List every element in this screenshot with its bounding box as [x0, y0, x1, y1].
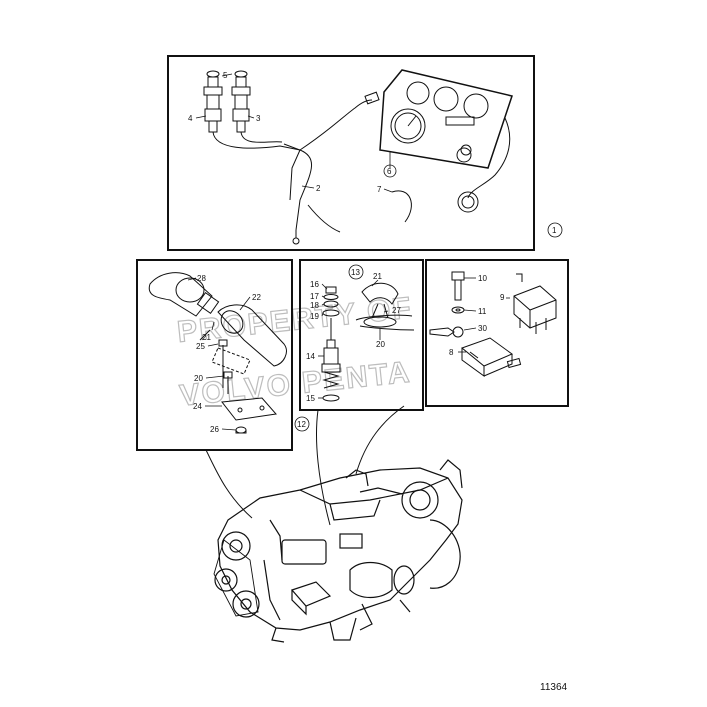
callout-3: 3 [256, 114, 261, 123]
relay [513, 273, 557, 334]
callout-9: 9 [500, 293, 505, 302]
right-panel [425, 259, 569, 407]
panel-to-engine-leaders [205, 405, 405, 526]
left-panel-frame [136, 259, 293, 451]
right-panel-labels: 10 9 11 30 8 [449, 274, 505, 357]
group-13-number: 13 [351, 268, 360, 277]
callout-30: 30 [478, 324, 487, 333]
temperature-sender-left [203, 70, 223, 133]
callout-26: 26 [210, 425, 219, 434]
callout-6: 6 [387, 167, 392, 176]
top-panel-leaders [195, 73, 393, 193]
group-12-number: 12 [297, 420, 306, 429]
callout-2: 2 [316, 184, 321, 193]
middle-panel-labels: 13 21 16 17 18 19 27 20 14 15 [306, 264, 401, 403]
callout-27: 27 [392, 306, 401, 315]
group-12-ring [294, 416, 310, 432]
group-13-ring [348, 264, 364, 280]
callout-25: 25 [196, 342, 205, 351]
left-panel-labels: 28 22 21 25 20 24 26 12 [193, 274, 310, 434]
callout-21: 21 [202, 333, 211, 342]
callout-7: 7 [377, 185, 382, 194]
callout-11: 11 [478, 307, 487, 316]
watermark: PROPERTY OF VOLVO PENTA [175, 291, 415, 414]
left-panel [136, 259, 293, 451]
callout-18: 18 [310, 301, 319, 310]
group-1-number: 1 [552, 226, 557, 235]
sensor-loop-clip [391, 190, 412, 223]
callout-20: 20 [194, 374, 203, 383]
engine-block [213, 459, 463, 643]
wire-harness [212, 91, 380, 245]
callout-8: 8 [449, 348, 454, 357]
callout-16: 16 [310, 280, 319, 289]
top-panel [167, 55, 535, 251]
right-panel-leaders [458, 277, 510, 353]
preheat-switch [460, 337, 522, 377]
callout-22: 22 [252, 293, 261, 302]
cable-connector [355, 282, 415, 331]
callout-28: 28 [197, 274, 206, 283]
temperature-sender-right [231, 70, 251, 133]
watermark-line-2: VOLVO PENTA [178, 356, 413, 413]
bolt-and-washers [451, 271, 465, 314]
top-panel-labels: 5 4 3 2 6 7 1 [188, 71, 563, 238]
instrument-panel [379, 69, 513, 213]
callout-10: 10 [478, 274, 487, 283]
middle-panel [299, 259, 424, 411]
callout-6-ring [383, 164, 397, 178]
callout-17: 17 [310, 292, 319, 301]
callout-19: 19 [310, 312, 319, 321]
mounting-bracket [211, 339, 251, 394]
middle-panel-frame [299, 259, 424, 411]
left-panel-leaders [187, 277, 251, 431]
middle-panel-leaders [318, 279, 389, 399]
callout-24: 24 [193, 402, 202, 411]
callout-4: 4 [188, 114, 193, 123]
right-panel-frame [425, 259, 569, 407]
cable-lug [429, 326, 464, 338]
callout-20b: 20 [376, 340, 385, 349]
callout-21b: 21 [373, 272, 382, 281]
callout-15: 15 [306, 394, 315, 403]
callout-5: 5 [223, 71, 228, 80]
group-1-ring [547, 222, 563, 238]
top-panel-frame [167, 55, 535, 251]
starter-solenoid [148, 272, 287, 367]
drawing-reference-number: 11364 [540, 682, 568, 693]
callout-14: 14 [306, 352, 315, 361]
